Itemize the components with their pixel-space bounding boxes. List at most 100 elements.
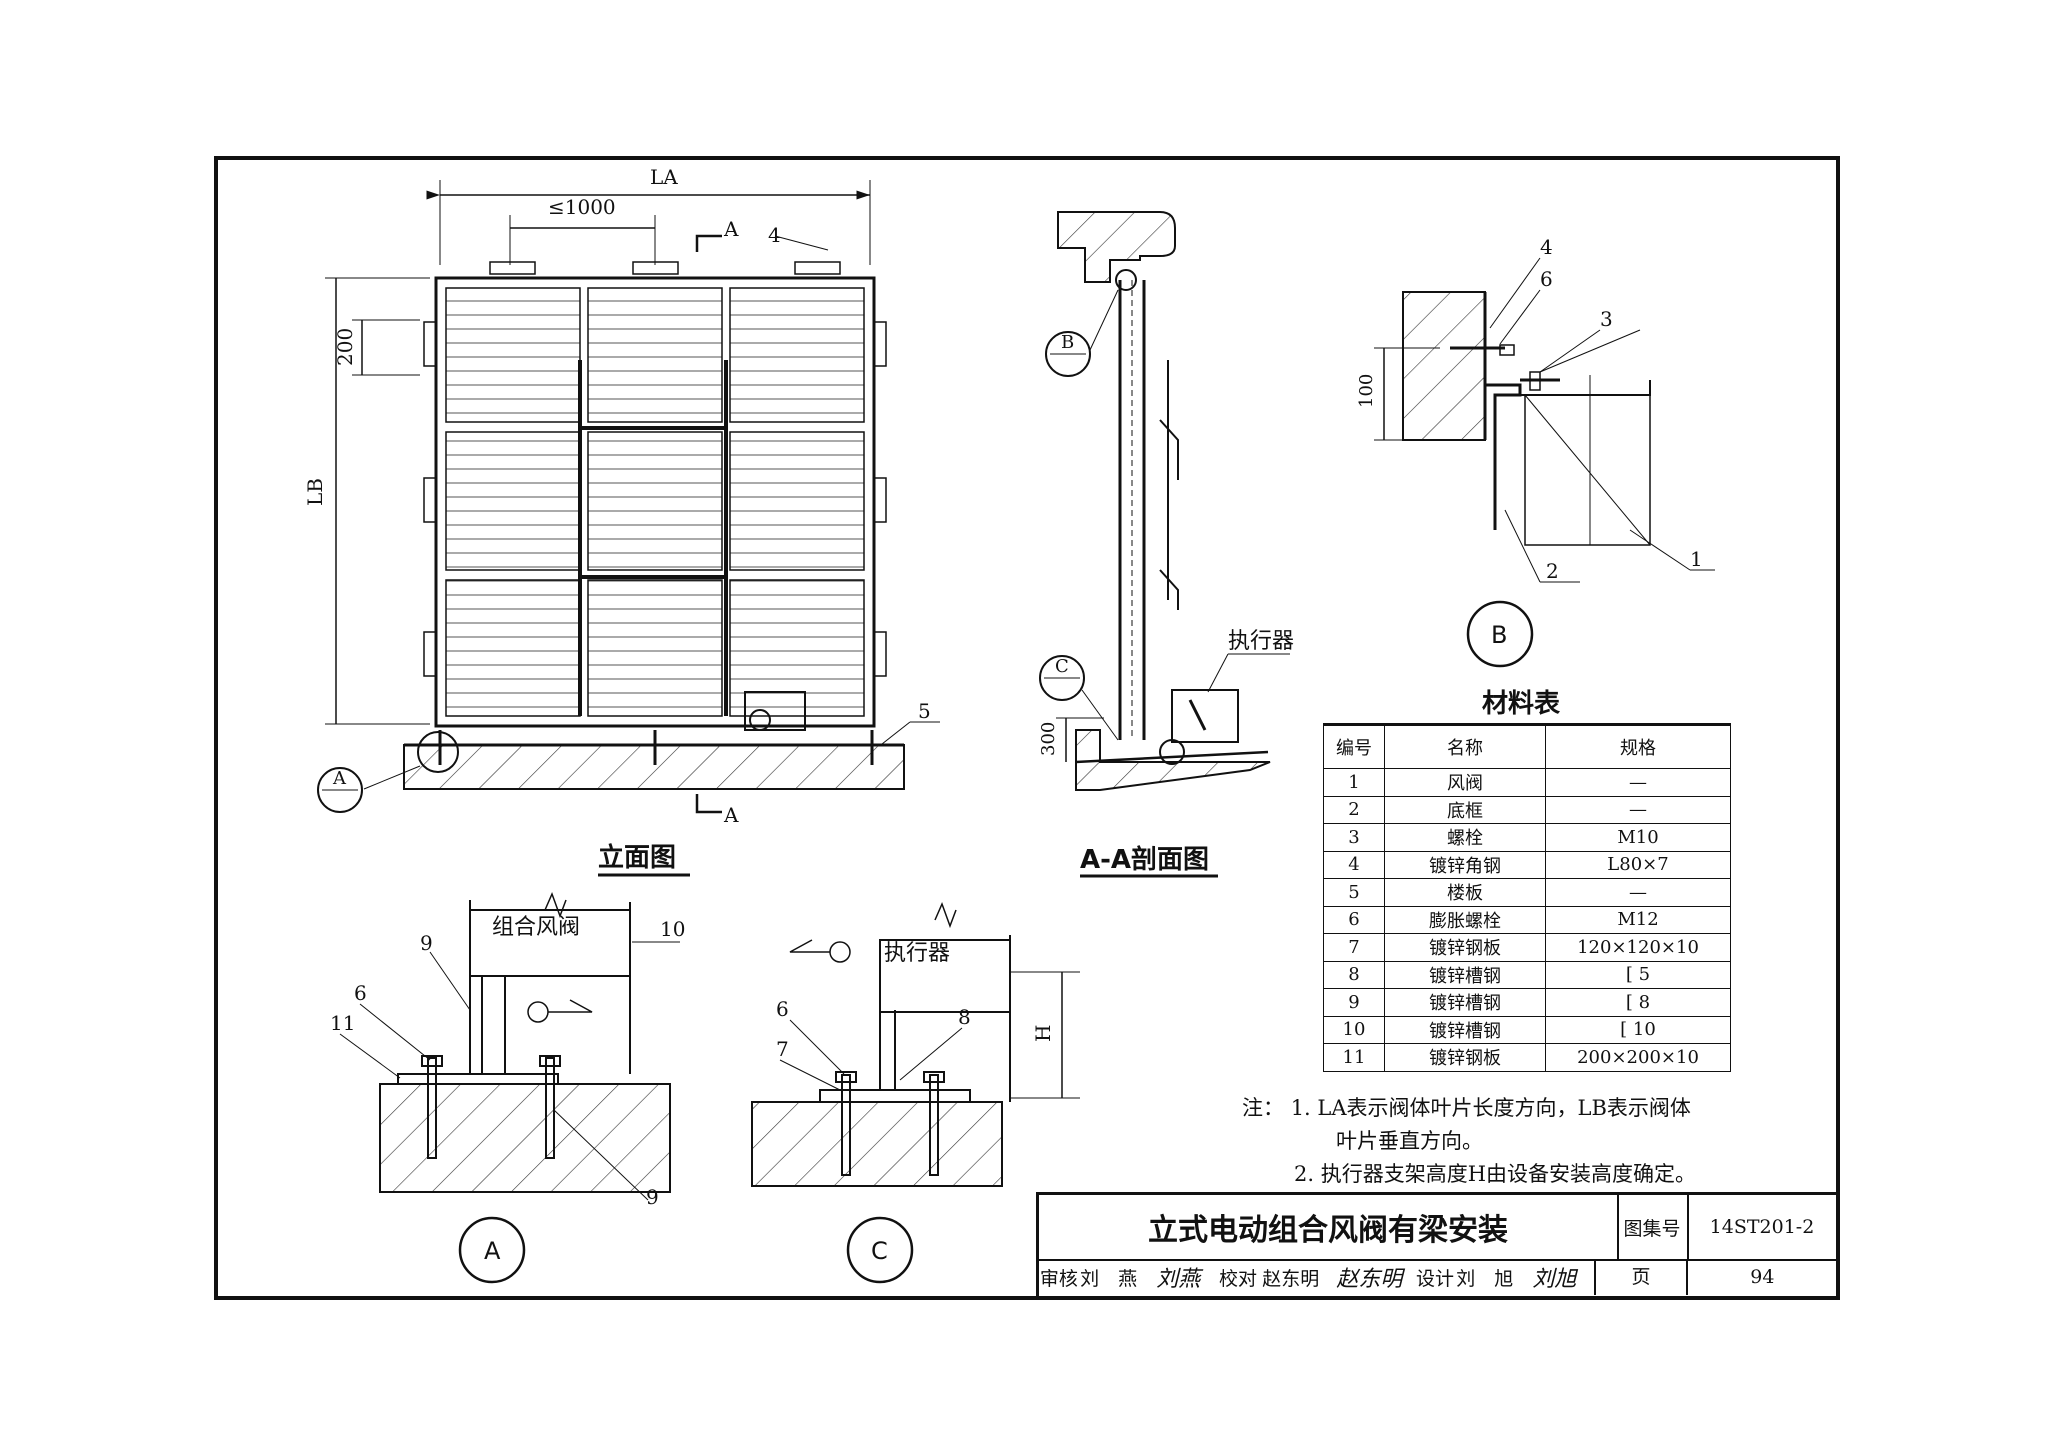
dim-max-spacing: ≤1000: [548, 195, 616, 219]
design-name: 刘 旭: [1456, 1267, 1514, 1290]
detail-ref-a: A: [332, 768, 347, 789]
table-cell: —: [1545, 768, 1731, 797]
table-cell: 2: [1323, 795, 1385, 824]
detail-a-label: A: [484, 1237, 501, 1265]
a-callout-9b: 9: [646, 1185, 659, 1209]
notes-prefix: 注：: [1242, 1096, 1284, 1120]
title-block: 立式电动组合风阀有梁安装 图集号 14ST201-2 审核 刘 燕 刘燕 校对 …: [1036, 1192, 1837, 1296]
drawing-frame: [214, 156, 1840, 1300]
c-callout-6: 6: [776, 997, 789, 1021]
table-cell: 镀锌槽钢: [1384, 988, 1546, 1017]
detail-a-view: [339, 891, 680, 1284]
dim-h: H: [1031, 1025, 1055, 1042]
section-mark-bottom: A: [723, 803, 739, 827]
detail-b-view: [1374, 257, 1715, 668]
design-label: 设计: [1415, 1267, 1454, 1290]
page-number: 94: [1685, 1259, 1837, 1295]
table-cell: 1: [1323, 768, 1385, 797]
b-callout-6: 6: [1540, 267, 1553, 291]
section-aa-view: [1039, 211, 1290, 878]
table-cell: 镀锌钢板: [1384, 1043, 1546, 1072]
b-callout-1: 1: [1690, 547, 1703, 571]
review-label: 审核: [1039, 1267, 1078, 1290]
table-cell: 8: [1323, 960, 1385, 989]
note-2: 2. 执行器支架高度H由设备安装高度确定。: [1294, 1162, 1697, 1186]
b-callout-4: 4: [1540, 235, 1553, 259]
drawing-title: 立式电动组合风阀有梁安装: [1039, 1195, 1619, 1261]
table-cell: 11: [1323, 1043, 1385, 1072]
table-cell: [ 5: [1545, 960, 1731, 989]
table-cell: 3: [1323, 823, 1385, 852]
elevation-view: [317, 180, 940, 877]
b-callout-3: 3: [1600, 307, 1613, 331]
c-callout-8: 8: [958, 1005, 971, 1029]
callout-5: 5: [918, 699, 931, 723]
detail-b-label: B: [1491, 621, 1507, 649]
section-title: A-A剖面图: [1080, 844, 1209, 875]
elevation-title: 立面图: [598, 842, 676, 873]
dim-300: 300: [1038, 722, 1059, 756]
table-cell: 9: [1323, 988, 1385, 1017]
drawing-labels: LA ≤1000 LB 200 A A 4 5 A 立面图 A-A剖面图 执行器…: [303, 165, 1703, 1265]
a-callout-10: 10: [660, 917, 685, 941]
detail-c-box-text: 执行器: [884, 941, 950, 966]
col-header: 名称: [1384, 723, 1546, 769]
detail-c-label: C: [871, 1237, 888, 1265]
table-cell: 7: [1323, 933, 1385, 962]
table-cell: 5: [1323, 878, 1385, 907]
section-mark-top: A: [723, 217, 739, 241]
table-cell: 风阀: [1384, 768, 1546, 797]
notes: 注： 1. LA表示阀体叶片长度方向，LB表示阀体 叶片垂直方向。 2. 执行器…: [1242, 1092, 1696, 1191]
a-callout-9: 9: [420, 931, 433, 955]
table-cell: 螺栓: [1384, 823, 1546, 852]
check-name: 赵东明: [1262, 1267, 1320, 1290]
table-cell: 镀锌钢板: [1384, 933, 1546, 962]
section-detail-b: B: [1061, 332, 1074, 353]
table-cell: 镀锌槽钢: [1384, 960, 1546, 989]
table-cell: 6: [1323, 905, 1385, 934]
b-callout-2: 2: [1546, 559, 1559, 583]
review-signature: 刘燕: [1156, 1267, 1201, 1292]
table-cell: —: [1545, 878, 1731, 907]
table-cell: [ 10: [1545, 1015, 1731, 1044]
c-callout-7: 7: [776, 1037, 789, 1061]
check-label: 校对: [1218, 1267, 1257, 1290]
table-cell: 膨胀螺栓: [1384, 905, 1546, 934]
section-detail-c: C: [1055, 656, 1069, 677]
page-label: 页: [1594, 1259, 1686, 1295]
design-signature: 刘旭: [1532, 1267, 1577, 1292]
table-cell: —: [1545, 795, 1731, 824]
table-cell: [ 8: [1545, 988, 1731, 1017]
table-cell: M12: [1545, 905, 1731, 934]
atlas-label: 图集号: [1617, 1195, 1689, 1261]
table-cell: 120×120×10: [1545, 933, 1731, 962]
dim-la: LA: [650, 165, 678, 189]
table-header-row: 编号 名称 规格: [1323, 723, 1731, 769]
atlas-number: 14ST201-2: [1687, 1195, 1837, 1261]
table-cell: 4: [1323, 850, 1385, 879]
table-cell: L80×7: [1545, 850, 1731, 879]
callout-4: 4: [768, 223, 781, 247]
table-cell: 底框: [1384, 795, 1546, 824]
dim-100: 100: [1356, 374, 1377, 408]
signature-row: 审核 刘 燕 刘燕 校对 赵东明 赵东明 设计 刘 旭 刘旭 页 94: [1039, 1259, 1837, 1295]
materials-title: 材料表: [1482, 689, 1561, 719]
table-cell: M10: [1545, 823, 1731, 852]
a-callout-11: 11: [330, 1011, 355, 1035]
table-cell: 镀锌角钢: [1384, 850, 1546, 879]
dim-lb: LB: [303, 478, 327, 506]
detail-c-view: [751, 901, 1080, 1284]
